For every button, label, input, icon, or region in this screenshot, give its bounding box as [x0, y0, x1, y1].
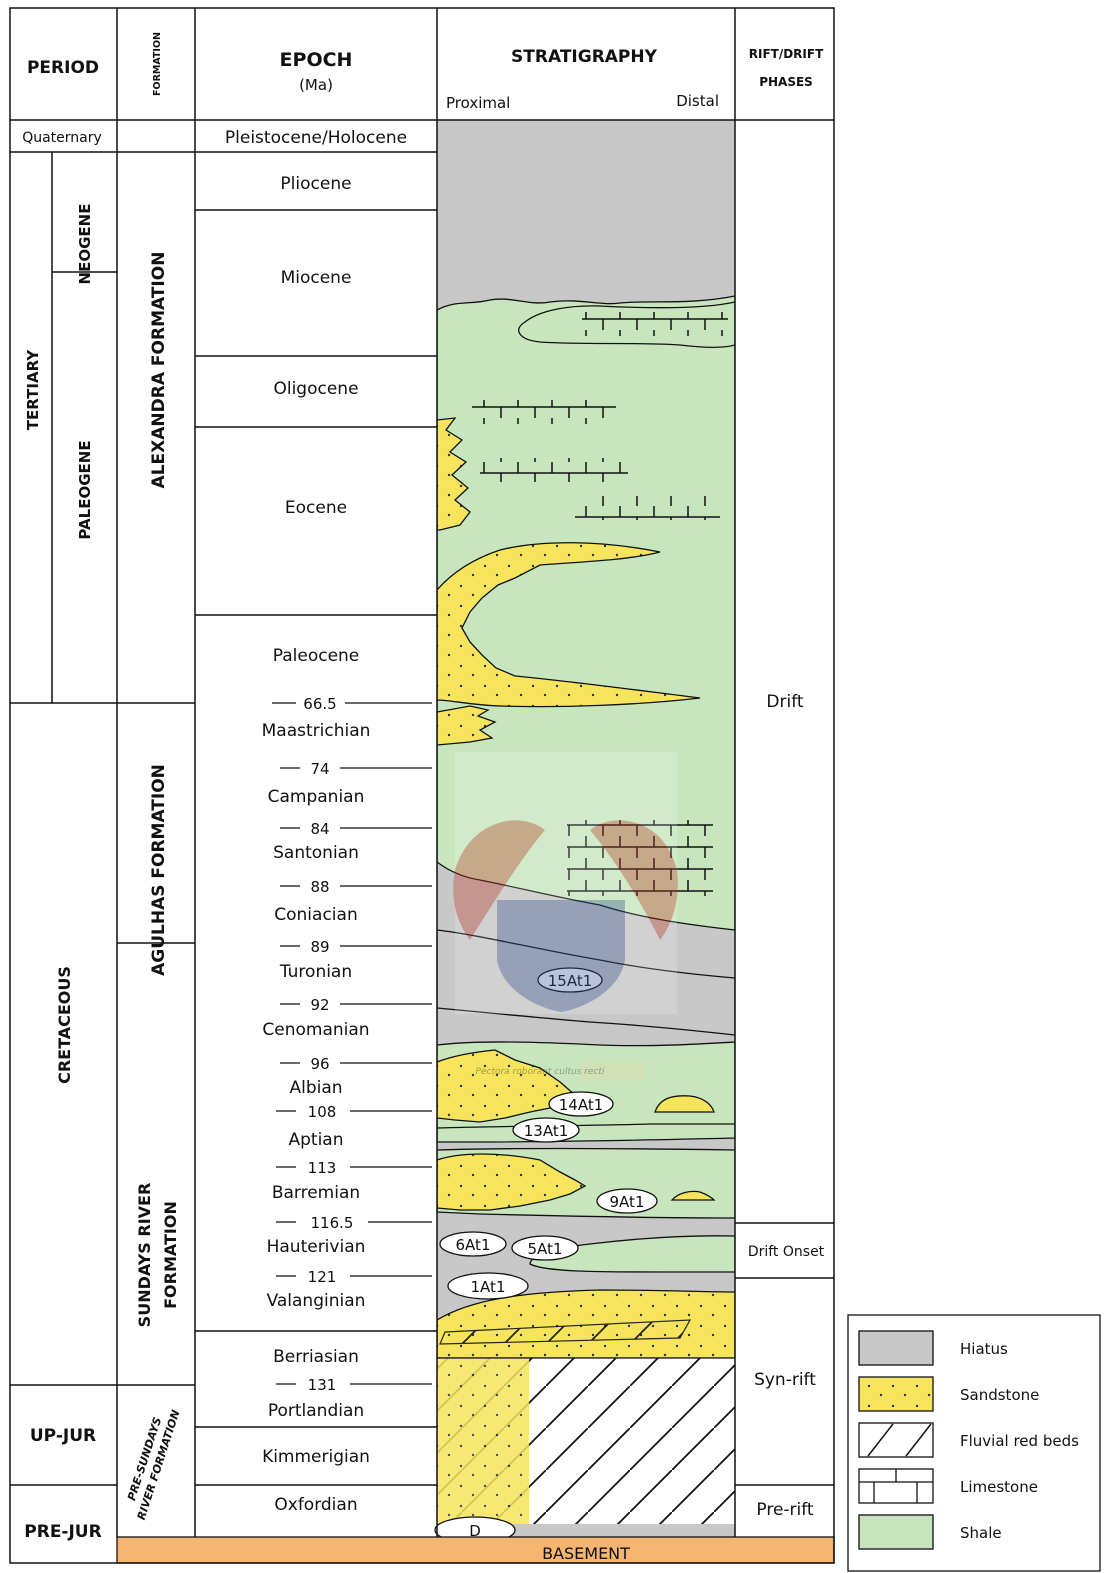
header-distal: Distal [676, 92, 719, 110]
epoch-maastrichian: Maastrichian [262, 721, 371, 741]
epoch-eocene: Eocene [285, 498, 347, 518]
legend-label-hiatus: Hiatus [960, 1340, 1008, 1358]
age-label: 113 [308, 1159, 337, 1177]
period-cretaceous: CRETACEOUS [55, 966, 74, 1084]
well-label: 14At1 [559, 1096, 604, 1114]
limestone-eocene-1 [480, 458, 628, 482]
age-label: 88 [310, 878, 329, 896]
phase-pre-rift: Pre-rift [756, 1500, 814, 1520]
limestone-eocene-2 [575, 496, 720, 520]
legend-label-sandstone: Sandstone [960, 1386, 1039, 1404]
epoch-hauterivian: Hauterivian [267, 1237, 366, 1257]
age-label: 89 [310, 938, 329, 956]
epoch-paleocene: Paleocene [273, 646, 360, 666]
well-label: 9At1 [610, 1193, 645, 1211]
header-phases-2: PHASES [759, 75, 813, 89]
epoch-cenomanian: Cenomanian [262, 1020, 369, 1040]
epoch-kimmerigian: Kimmerigian [262, 1447, 370, 1467]
phase-syn-rift: Syn-rift [754, 1370, 816, 1390]
legend-label-shale: Shale [960, 1524, 1002, 1542]
epoch-albian: Albian [289, 1078, 342, 1098]
epoch-aptian: Aptian [288, 1130, 343, 1150]
well-6At1: 6At1 [440, 1232, 506, 1256]
age-label: 96 [310, 1055, 329, 1073]
phase-drift: Drift [766, 692, 803, 712]
well-label: 1At1 [471, 1278, 506, 1296]
epoch-berriasian: Berriasian [273, 1347, 359, 1367]
legend-label-limestone: Limestone [960, 1478, 1038, 1496]
shale-aptian [437, 1124, 735, 1142]
limestone-oligocene [472, 400, 616, 424]
basement-bar [117, 1537, 834, 1563]
well-1At1: 1At1 [448, 1273, 528, 1299]
epoch-oligocene: Oligocene [273, 379, 358, 399]
well-label: 13At1 [524, 1122, 569, 1140]
age-label: 116.5 [311, 1214, 354, 1232]
well-label: 5At1 [528, 1240, 563, 1258]
legend-label-fluvial: Fluvial red beds [960, 1432, 1079, 1450]
age-label: 92 [310, 996, 329, 1014]
well-13At1: 13At1 [513, 1118, 579, 1142]
age-label: 66.5 [303, 695, 336, 713]
legend-swatch-limestone [859, 1469, 933, 1503]
epoch-valanginian: Valanginian [267, 1291, 366, 1311]
well-14At1: 14At1 [549, 1092, 613, 1116]
epoch-turonian: Turonian [279, 962, 352, 982]
limestone-miocene [582, 312, 728, 336]
age-label: 84 [310, 820, 329, 838]
header-phases-1: RIFT/DRIFT [749, 47, 824, 61]
age-label: 121 [308, 1268, 337, 1286]
legend-swatch-shale [859, 1515, 933, 1549]
age-label: 131 [308, 1376, 337, 1394]
period-quaternary: Quaternary [22, 130, 102, 146]
well-9At1: 9At1 [597, 1189, 657, 1213]
age-label: 108 [308, 1103, 337, 1121]
epoch-santonian: Santonian [273, 843, 359, 863]
header-period: PERIOD [27, 58, 99, 78]
header-proximal: Proximal [446, 94, 510, 112]
formation-sundays-2: FORMATION [161, 1201, 180, 1309]
epoch-pliocene: Pliocene [280, 174, 351, 194]
header-stratigraphy: STRATIGRAPHY [511, 47, 658, 67]
epoch-campanian: Campanian [268, 787, 365, 807]
period-tertiary: TERTIARY [24, 349, 42, 431]
legend-swatch-sandstone [859, 1377, 933, 1411]
epoch-oxfordian: Oxfordian [274, 1495, 357, 1515]
header-formation: FORMATION [152, 32, 163, 96]
header-epoch: EPOCH [280, 49, 353, 71]
basement-label: BASEMENT [542, 1544, 630, 1563]
legend-swatch-hiatus [859, 1331, 933, 1365]
phase-drift-onset: Drift Onset [748, 1244, 825, 1260]
period-up-jur: UP-JUR [30, 1426, 96, 1446]
epoch-coniacian: Coniacian [274, 905, 357, 925]
sandstone-proximal-lower [437, 1358, 529, 1524]
well-5At1: 5At1 [512, 1236, 578, 1260]
age-label: 74 [310, 760, 329, 778]
epoch-barremian: Barremian [272, 1183, 360, 1203]
watermark-motto: Pectora roborant cultus recti [476, 1067, 605, 1077]
formation-alexandra: ALEXANDRA FORMATION [149, 252, 169, 489]
period-pre-jur: PRE-JUR [24, 1522, 101, 1542]
formation-agulhas: AGULHAS FORMATION [149, 764, 169, 976]
well-label: 6At1 [456, 1236, 491, 1254]
legend-swatch-fluvial [859, 1423, 933, 1457]
epoch-pleistocene: Pleistocene/Holocene [225, 128, 407, 148]
epoch-portlandian: Portlandian [268, 1401, 364, 1421]
epoch-miocene: Miocene [281, 268, 352, 288]
period-paleogene: PALEOGENE [76, 440, 94, 539]
formation-sundays-1: SUNDAYS RIVER [135, 1183, 154, 1328]
legend: Hiatus Sandstone Fluvial red beds Limest… [848, 1315, 1100, 1571]
period-neogene: NEOGENE [76, 204, 94, 285]
header-epoch-unit: (Ma) [299, 76, 333, 94]
